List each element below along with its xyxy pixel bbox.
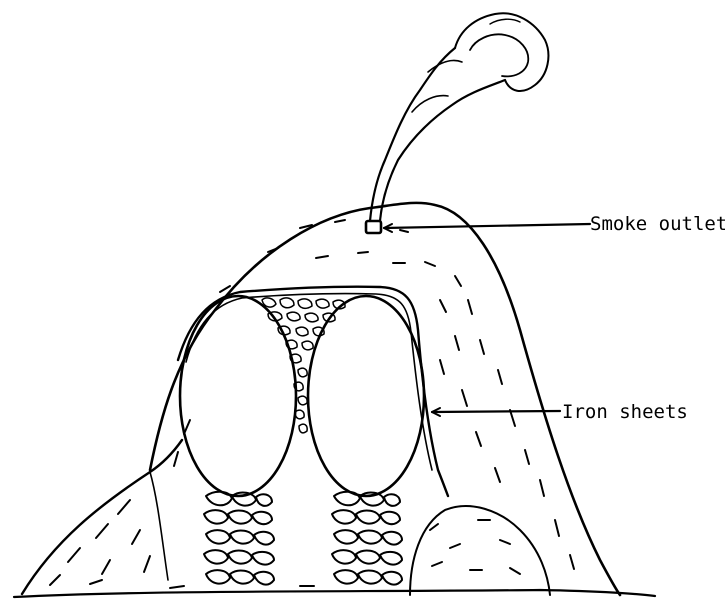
ground-line [14,590,655,597]
left-chamber [180,296,296,496]
smoke-outlet-leader [384,224,590,228]
label-smoke-outlet: Smoke outlet [590,213,725,235]
right-chamber [308,296,424,496]
smoke-outlet-vent [366,221,381,233]
right-stone-pillar [332,492,402,585]
smoke-plume [370,13,548,221]
iron-sheets-leader [432,411,560,412]
left-earth-mound [22,440,182,594]
left-mound-inner-edge [150,472,168,580]
mound-outline [150,203,620,595]
earth-texture [50,220,574,588]
left-stone-pillar [204,492,274,585]
label-iron-sheets: Iron sheets [562,401,688,423]
